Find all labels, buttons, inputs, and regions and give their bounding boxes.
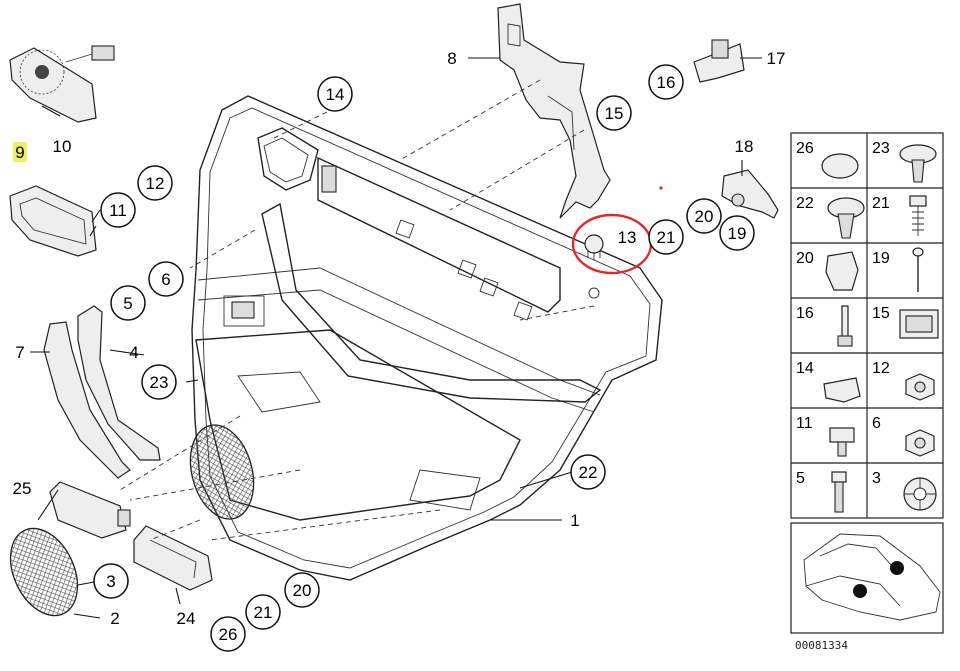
nut-block-icon — [899, 309, 939, 339]
callout-5: 5 — [123, 294, 132, 313]
callout-24: 24 — [177, 609, 196, 628]
handle-part-10 — [9, 45, 115, 123]
callout-25: 25 — [13, 479, 32, 498]
callout-18: 18 — [735, 137, 754, 156]
callout-20-bottom: 20 — [293, 581, 312, 600]
grid-label-11: 11 — [796, 415, 813, 432]
hex-nut-icon — [905, 429, 935, 457]
callout-6: 6 — [161, 270, 170, 289]
pocket-part-24 — [133, 525, 213, 591]
nut-icon — [905, 373, 935, 401]
callout-2: 2 — [110, 609, 119, 628]
push-rivet-icon — [899, 144, 937, 183]
speaker-grille-part-2 — [9, 527, 79, 617]
callout-3: 3 — [106, 572, 115, 591]
clip-part-17 — [693, 39, 745, 83]
grid-label-5: 5 — [796, 470, 805, 487]
callout-12: 12 — [146, 174, 165, 193]
callout-7: 7 — [15, 343, 24, 362]
callout-10: 10 — [53, 137, 72, 156]
callout-21-bottom: 21 — [254, 603, 273, 622]
callout-26: 26 — [219, 625, 238, 644]
clip-icon — [825, 251, 859, 291]
callout-22: 22 — [579, 463, 598, 482]
grid-label-12: 12 — [872, 360, 890, 377]
callout-14: 14 — [326, 85, 345, 104]
stud-icon — [837, 305, 853, 347]
grid-label-23: 23 — [872, 140, 890, 157]
grid-label-22: 22 — [796, 195, 814, 212]
grid-label-19: 19 — [872, 250, 890, 267]
grid-label-3: 3 — [872, 470, 881, 487]
car-locator — [790, 522, 944, 634]
trim-strip-part-7 — [43, 321, 131, 479]
callout-21-right: 21 — [657, 228, 676, 247]
grid-label-16: 16 — [796, 305, 814, 322]
location-dot-1 — [890, 561, 904, 575]
callout-1: 1 — [570, 511, 579, 530]
trim-strip-part-4 — [77, 305, 161, 461]
callout-8: 8 — [447, 49, 456, 68]
callout-13: 13 — [618, 228, 637, 247]
grid-label-14: 14 — [796, 360, 814, 377]
grid-label-26: 26 — [796, 140, 814, 157]
door-panel — [189, 95, 663, 581]
catalog-number: 00081334 — [795, 639, 848, 652]
callout-23: 23 — [150, 373, 169, 392]
callout-17: 17 — [767, 49, 786, 68]
callout-15: 15 — [605, 104, 624, 123]
callout-20-right: 20 — [695, 207, 714, 226]
callout-4: 4 — [129, 343, 138, 362]
grid-label-15: 15 — [872, 305, 890, 322]
callout-16: 16 — [657, 73, 676, 92]
expanding-rivet-icon — [827, 197, 865, 239]
bracket-part-18 — [721, 169, 779, 219]
tee-clip-icon — [829, 427, 855, 457]
pin-icon — [912, 247, 924, 292]
box-part-25 — [49, 481, 131, 539]
handle-part-9 — [9, 185, 97, 257]
grid-label-20: 20 — [796, 250, 814, 267]
callout-19: 19 — [728, 224, 747, 243]
label-highlight-9 — [13, 142, 27, 162]
fastener-grid: 26 23 22 21 20 19 16 15 — [790, 132, 944, 519]
callout-11: 11 — [109, 201, 127, 220]
leader-lines — [30, 57, 762, 619]
callout-9: 9 — [15, 143, 24, 162]
callouts: 14 8 16 17 15 18 20 19 13 21 10 9 12 11 — [13, 49, 786, 652]
location-dot-2 — [853, 584, 867, 598]
cap-icon — [821, 153, 859, 179]
bolt-icon — [831, 471, 847, 513]
grid-label-21: 21 — [872, 195, 890, 212]
bracket-clip-icon — [823, 377, 861, 403]
bracket-part-8 — [497, 3, 611, 219]
screw-icon — [909, 195, 927, 236]
star-washer-icon — [903, 477, 937, 511]
grid-label-6: 6 — [872, 415, 881, 432]
